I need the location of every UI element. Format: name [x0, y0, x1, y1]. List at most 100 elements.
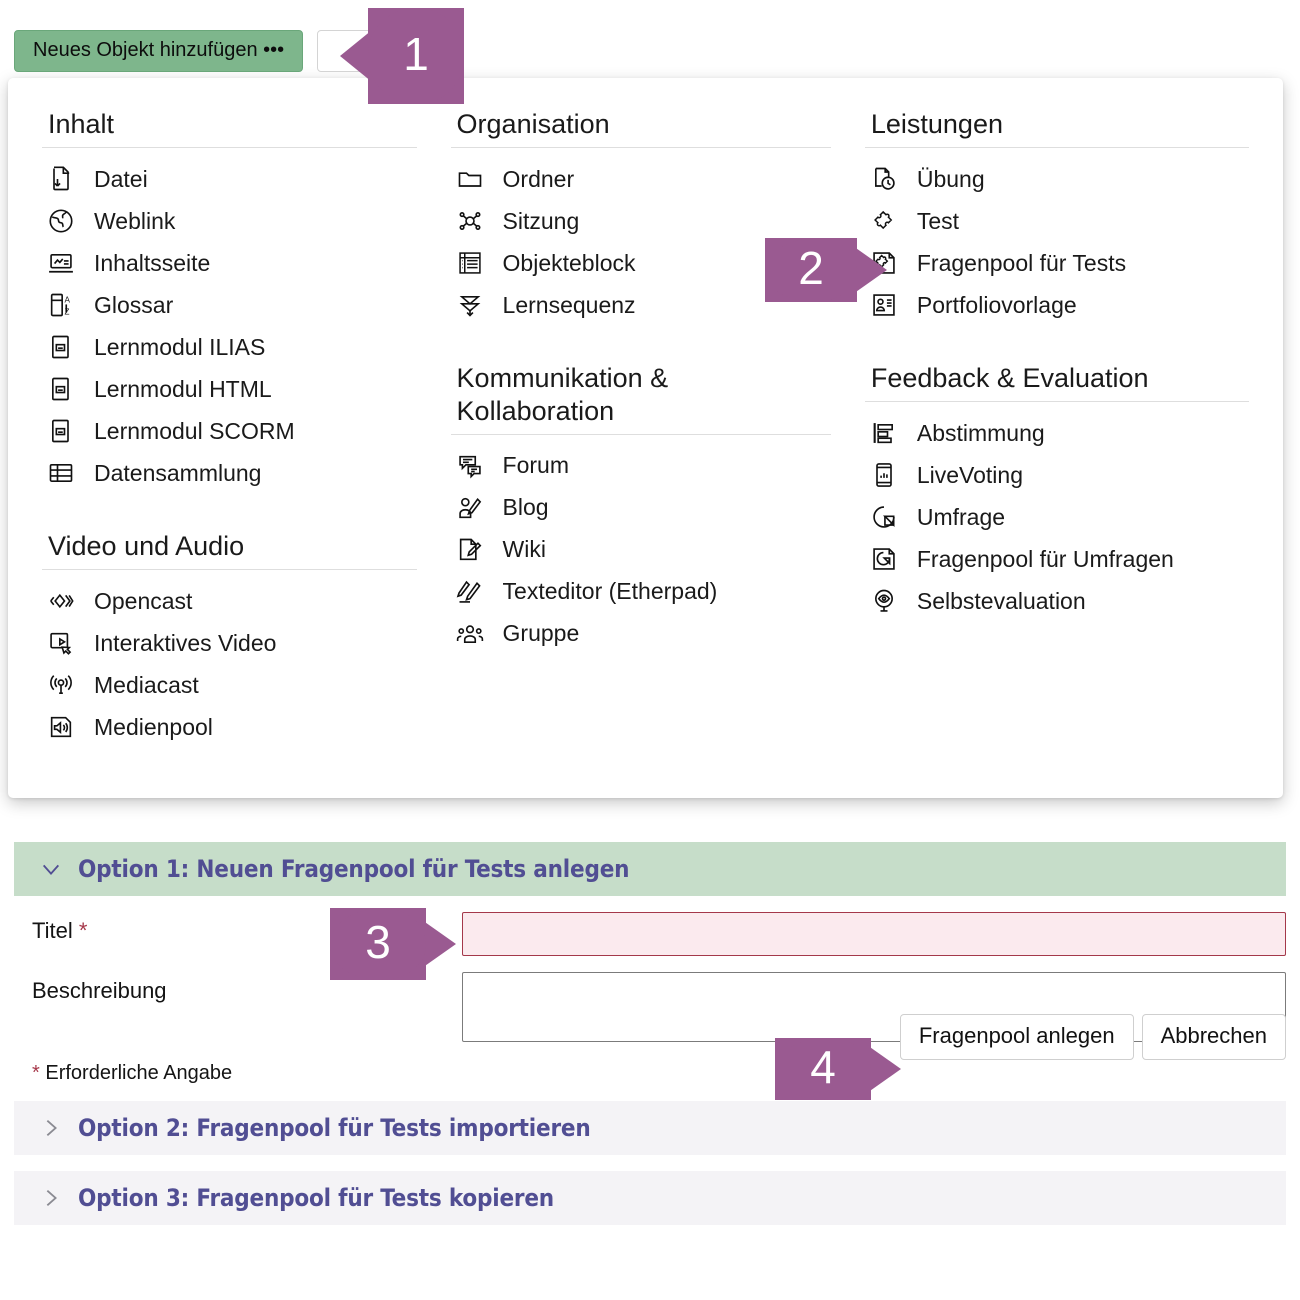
menu-item-inhaltsseite[interactable]: Inhaltsseite — [42, 242, 417, 284]
learning-module-icon — [46, 416, 76, 446]
menu-item-label: Lernmodul ILIAS — [94, 333, 266, 360]
menu-item-weblink[interactable]: Weblink — [42, 200, 417, 242]
globe-link-icon — [46, 206, 76, 236]
menu-item-portfoliovorlage[interactable]: Portfoliovorlage — [865, 284, 1249, 326]
accordion-header-option-2[interactable]: Option 2: Fragenpool für Tests importier… — [14, 1101, 1286, 1155]
field-row-beschreibung: Beschreibung — [14, 972, 1286, 1042]
menu-item-label: Objekteblock — [502, 249, 636, 276]
menu-item-lernmodul-html[interactable]: Lernmodul HTML — [42, 368, 417, 410]
create-question-pool-form: Option 1: Neuen Fragenpool für Tests anl… — [14, 842, 1286, 1225]
menu-item-texteditor-etherpad[interactable]: Texteditor (Etherpad) — [451, 571, 831, 613]
learning-module-icon — [46, 374, 76, 404]
menu-item-label: Umfrage — [916, 503, 1006, 530]
menu-item-label: Datei — [94, 165, 148, 192]
chevron-right-icon — [40, 1187, 62, 1209]
cancel-button[interactable]: Abbrechen — [1141, 1014, 1286, 1061]
menu-item-label: Übung — [916, 165, 985, 192]
accordion-header-option-3[interactable]: Option 3: Fragenpool für Tests kopieren — [14, 1171, 1286, 1225]
menu-item-lernmodul-scorm[interactable]: Lernmodul SCORM — [42, 410, 417, 452]
menu-item-test[interactable]: Test — [865, 200, 1249, 242]
menu-item-blog[interactable]: Blog — [451, 487, 831, 529]
menu-item-datensammlung[interactable]: Datensammlung — [42, 452, 417, 494]
menu-item-datei[interactable]: Datei — [42, 158, 417, 200]
form-actions: Fragenpool anlegen Abbrechen — [899, 1014, 1286, 1061]
menu-item-sitzung[interactable]: Sitzung — [451, 200, 831, 242]
menu-item-livevoting[interactable]: LiveVoting — [865, 454, 1249, 496]
label-titel: Titel * — [14, 912, 462, 944]
menu-item-label: Opencast — [94, 587, 193, 614]
accordion-title: Option 2: Fragenpool für Tests importier… — [78, 1114, 591, 1142]
label-text: Titel — [32, 918, 73, 943]
menu-item-opencast[interactable]: Opencast — [42, 580, 417, 622]
required-note-asterisk: * — [32, 1062, 40, 1084]
menu-item-ordner[interactable]: Ordner — [451, 158, 831, 200]
menu-item-label: Gruppe — [502, 620, 580, 647]
menu-item-label: Portfoliovorlage — [916, 291, 1077, 318]
menu-item-selbstevaluation[interactable]: Selbstevaluation — [865, 580, 1249, 622]
dropdown-column-organisation: Organisation Ordner Sitzung Objekteblock… — [450, 108, 865, 748]
menu-item-lernsequenz[interactable]: Lernsequenz — [451, 284, 831, 326]
menu-item-wiki[interactable]: Wiki — [451, 529, 831, 571]
etherpad-pen-icon — [455, 577, 485, 607]
livevoting-phone-icon — [869, 460, 899, 490]
menu-item-label: Glossar — [94, 291, 174, 318]
badge-shape — [330, 908, 426, 980]
menu-item-forum[interactable]: Forum — [451, 445, 831, 487]
divider — [42, 146, 417, 148]
accordion-title: Option 3: Fragenpool für Tests kopieren — [78, 1184, 554, 1212]
opencast-diamond-icon — [46, 586, 76, 616]
group-title-kommunikation: Kommunikation & Kollaboration — [456, 362, 669, 426]
accordion-title: Option 1: Neuen Fragenpool für Tests anl… — [78, 855, 630, 883]
menu-item-medienpool[interactable]: Medienpool — [42, 706, 417, 748]
divider — [42, 568, 417, 570]
menu-item-fragenpool-fuer-tests[interactable]: Fragenpool für Tests — [865, 242, 1249, 284]
blog-person-pen-icon — [455, 493, 485, 523]
option-1-body: Titel * Beschreibung * Erforderliche Ang… — [14, 896, 1286, 1085]
badge-shape — [368, 8, 464, 104]
badge-shape — [765, 238, 857, 302]
add-new-object-button[interactable]: Neues Objekt hinzufügen ••• — [14, 30, 304, 72]
question-pool-survey-icon — [869, 544, 899, 574]
title-input[interactable] — [462, 912, 1286, 956]
divider — [864, 400, 1249, 402]
menu-item-objekteblock[interactable]: Objekteblock — [451, 242, 831, 284]
menu-item-label: Fragenpool für Tests — [916, 249, 1127, 276]
menu-item-label: Lernmodul HTML — [94, 375, 272, 402]
create-question-pool-button[interactable]: Fragenpool anlegen — [899, 1014, 1134, 1061]
object-block-icon — [455, 248, 485, 278]
badge-shape — [775, 1038, 871, 1100]
menu-item-uebung[interactable]: Übung — [865, 158, 1249, 200]
menu-item-label: Lernmodul SCORM — [94, 417, 295, 444]
group-title-video-und-audio: Video und Audio — [48, 530, 245, 561]
file-download-icon — [46, 164, 76, 194]
dropdown-column-leistungen: Leistungen Übung Test Fragenpool für Tes… — [864, 108, 1249, 748]
menu-item-mediacast[interactable]: Mediacast — [42, 664, 417, 706]
menu-item-gruppe[interactable]: Gruppe — [451, 613, 831, 655]
exercise-clock-icon — [869, 164, 899, 194]
callout-badge-2: 2 — [765, 238, 857, 302]
group-title-feedback-evaluation: Feedback & Evaluation — [870, 362, 1149, 393]
broadcast-icon — [46, 670, 76, 700]
menu-item-interaktives-video[interactable]: Interaktives Video — [42, 622, 417, 664]
accordion-header-option-1[interactable]: Option 1: Neuen Fragenpool für Tests anl… — [14, 842, 1286, 896]
chevron-down-icon — [40, 858, 62, 880]
label-beschreibung: Beschreibung — [32, 978, 167, 1003]
menu-item-label: Wiki — [502, 536, 546, 563]
chevron-right-icon — [40, 1117, 62, 1139]
learning-module-icon — [46, 332, 76, 362]
portfolio-template-icon — [869, 290, 899, 320]
menu-item-abstimmung[interactable]: Abstimmung — [865, 412, 1249, 454]
menu-item-fragenpool-fuer-umfragen[interactable]: Fragenpool für Umfragen — [865, 538, 1249, 580]
group-title-organisation: Organisation — [456, 109, 610, 139]
menu-item-label: Medienpool — [94, 713, 213, 740]
menu-item-label: Texteditor (Etherpad) — [502, 578, 718, 605]
menu-item-label: Test — [916, 207, 960, 234]
menu-item-lernmodul-ilias[interactable]: Lernmodul ILIAS — [42, 326, 417, 368]
menu-item-label: Lernsequenz — [502, 291, 636, 318]
menu-item-umfrage[interactable]: Umfrage — [865, 496, 1249, 538]
required-note: * Erforderliche Angabe — [14, 1062, 1286, 1085]
